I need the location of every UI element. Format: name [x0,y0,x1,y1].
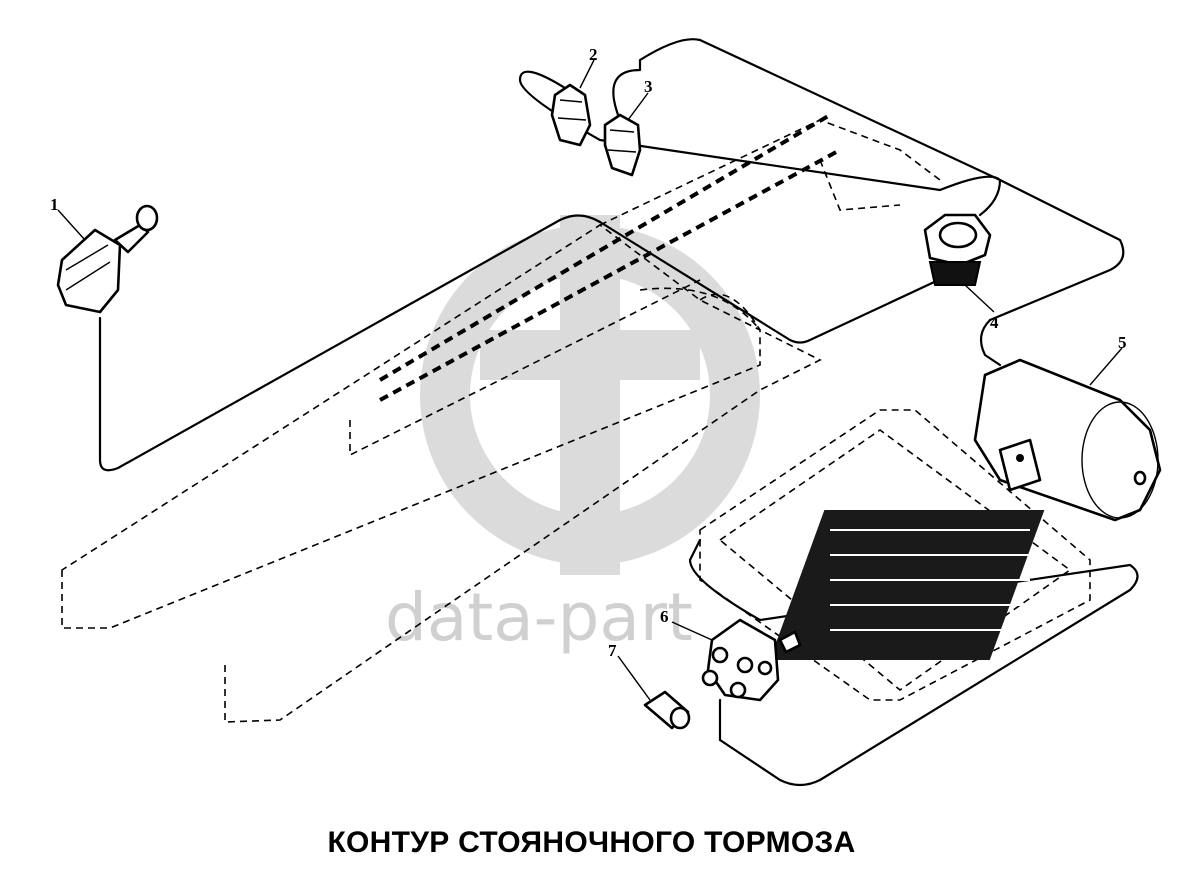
callout-3: 3 [644,77,653,96]
callout-leaders [57,59,1123,701]
air-lines [98,38,1139,787]
diagram-caption: КОНТУР СТОЯНОЧНОГО ТОРМОЗА [327,826,856,859]
distribution-block [701,618,802,702]
battery-grid [769,510,1045,660]
frame-outline [61,113,941,723]
coupling-7 [643,690,691,730]
relay-valve-3 [603,113,642,177]
brake-chamber-4 [923,213,992,286]
callout-7: 7 [608,641,617,660]
callout-6: 6 [660,607,669,626]
air-tank [973,358,1162,522]
hand-brake-valve [56,204,159,314]
callout-2: 2 [589,45,598,64]
watermark-text: data-part [385,579,693,656]
callout-5: 5 [1118,333,1127,352]
relay-valve-2 [550,83,592,147]
callout-4: 4 [990,313,999,332]
battery-box [699,409,1091,701]
callout-1: 1 [50,195,59,214]
